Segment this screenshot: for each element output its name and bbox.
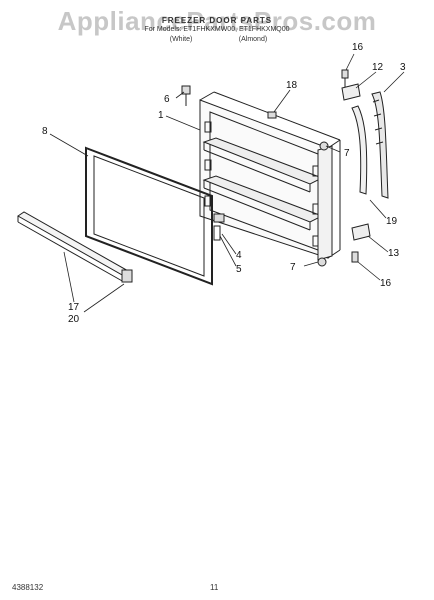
callout-16a: 16 xyxy=(352,42,364,53)
callout-7b: 7 xyxy=(290,262,296,273)
door-trim-strip xyxy=(17,211,133,283)
callout-16b: 16 xyxy=(380,278,392,289)
callout-numbers: 16 3 12 6 18 1 8 7 19 4 5 7 13 16 17 20 xyxy=(42,42,406,325)
callout-19: 19 xyxy=(386,216,398,227)
callout-18: 18 xyxy=(286,80,298,91)
callout-6: 6 xyxy=(164,94,170,105)
variant-almond: (Almond) xyxy=(238,36,268,43)
document-number: 4388132 xyxy=(12,583,44,592)
callout-7a: 7 xyxy=(344,148,350,159)
callout-1: 1 xyxy=(158,110,164,121)
callout-5: 5 xyxy=(236,264,242,275)
callout-20: 20 xyxy=(68,314,80,325)
callout-17: 17 xyxy=(68,302,80,313)
callout-3: 3 xyxy=(400,62,406,73)
page-number: 11 xyxy=(210,583,219,592)
door-liner xyxy=(199,91,341,261)
models-subtitle: For Models: ET1FHKXMW00, ET1FHKXMQ00 xyxy=(144,26,290,33)
callout-8: 8 xyxy=(42,126,48,137)
leader-lines xyxy=(49,53,405,313)
callout-4: 4 xyxy=(236,250,242,261)
diagram-title: FREEZER DOOR PARTS xyxy=(161,16,273,25)
watermark: AppliancePartsPros.com xyxy=(57,6,377,36)
callout-12: 12 xyxy=(372,62,384,73)
door-handle xyxy=(351,91,389,199)
hardware xyxy=(181,69,371,267)
callout-13: 13 xyxy=(388,248,400,259)
door-gasket xyxy=(85,146,213,286)
variant-white: (White) xyxy=(169,36,193,43)
color-variants: (White) (Almond) xyxy=(0,36,434,43)
